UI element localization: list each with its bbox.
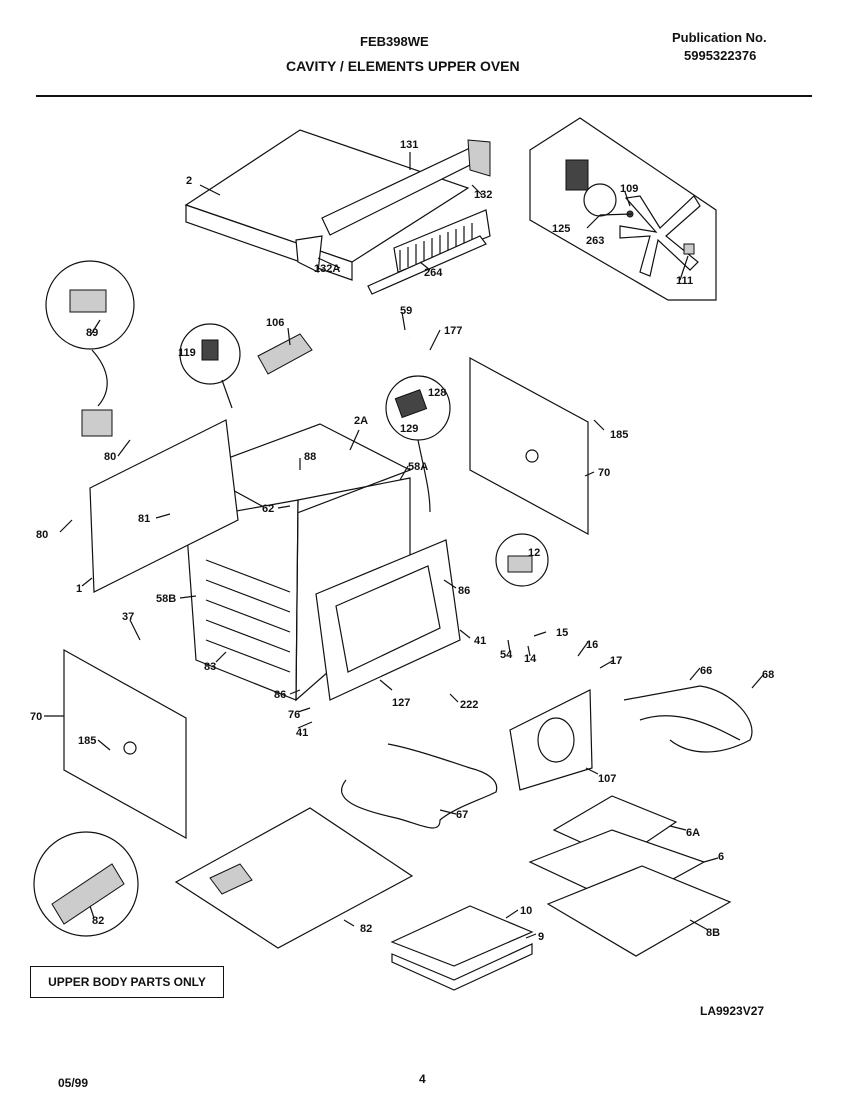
callout-132: 132 — [474, 189, 492, 201]
convection-fan-inset — [529, 117, 717, 301]
callout-119: 119 — [178, 347, 196, 359]
upper-body-note: UPPER BODY PARTS ONLY — [30, 966, 224, 998]
callout-127: 127 — [392, 697, 410, 709]
callout-9: 9 — [538, 931, 544, 943]
callout-177: 177 — [444, 325, 462, 337]
callout-59: 59 — [400, 305, 412, 317]
publication-label: Publication No. — [672, 30, 767, 45]
callout-83: 83 — [204, 661, 216, 673]
callout-12: 12 — [528, 547, 540, 559]
callout-185-right: 185 — [610, 429, 628, 441]
side-panel-right — [469, 356, 589, 536]
callout-82-inset: 82 — [92, 915, 104, 927]
bake-element — [341, 743, 498, 829]
callout-81: 81 — [138, 513, 150, 525]
page-number: 4 — [419, 1072, 426, 1086]
callout-129: 129 — [400, 423, 418, 435]
callout-54: 54 — [500, 649, 513, 661]
callout-82-panel: 82 — [360, 923, 372, 935]
inset-12 — [495, 533, 549, 587]
reference-code: LA9923V27 — [700, 1004, 765, 1018]
callout-17: 17 — [610, 655, 622, 667]
page-title: CAVITY / ELEMENTS UPPER OVEN — [286, 58, 520, 74]
callout-107: 107 — [598, 773, 616, 785]
callout-6: 6 — [718, 851, 724, 863]
inset-128 — [385, 375, 451, 513]
model-number: FEB398WE — [360, 34, 429, 49]
callout-15: 15 — [556, 627, 568, 639]
oven-racks — [528, 795, 732, 957]
top-panel — [184, 129, 491, 281]
callout-80-top: 80 — [104, 451, 116, 463]
broil-element — [623, 685, 753, 753]
callout-106: 106 — [266, 317, 284, 329]
callout-185-left: 185 — [78, 735, 96, 747]
callout-132a: 132A — [314, 263, 340, 275]
leader-lines — [44, 152, 765, 939]
callout-76: 76 — [288, 709, 300, 721]
callout-14: 14 — [524, 653, 537, 665]
callout-6a: 6A — [686, 827, 700, 839]
side-panel-left — [63, 648, 187, 840]
callout-58a: 58A — [408, 461, 428, 473]
callout-2: 2 — [186, 175, 192, 187]
callout-125: 125 — [552, 223, 570, 235]
header-divider — [36, 95, 812, 97]
callout-109: 109 — [620, 183, 638, 195]
callout-37: 37 — [122, 611, 134, 623]
callout-67: 67 — [456, 809, 468, 821]
callout-41-bottom: 41 — [296, 727, 308, 739]
callout-70-right: 70 — [598, 467, 610, 479]
callout-41-right: 41 — [474, 635, 486, 647]
callout-128: 128 — [428, 387, 446, 399]
footer-date: 05/99 — [58, 1076, 89, 1090]
callout-8b: 8B — [706, 927, 720, 939]
element-106 — [257, 333, 313, 375]
callout-66: 66 — [700, 665, 712, 677]
callout-86-bottom: 86 — [274, 689, 286, 701]
callout-86-top: 86 — [458, 585, 470, 597]
callout-88: 88 — [304, 451, 316, 463]
callout-131: 131 — [400, 139, 418, 151]
callout-16: 16 — [586, 639, 598, 651]
callout-62: 62 — [262, 503, 274, 515]
inset-82 — [33, 831, 139, 937]
inset-89 — [45, 260, 135, 437]
callout-263: 263 — [586, 235, 604, 247]
callout-70-left: 70 — [30, 711, 42, 723]
callout-264: 264 — [424, 267, 443, 279]
callout-2a: 2A — [354, 415, 368, 427]
vent-grille — [367, 209, 491, 295]
rear-wall — [89, 419, 239, 593]
publication-number: 5995322376 — [684, 48, 757, 63]
callout-10: 10 — [520, 905, 532, 917]
inset-119 — [179, 323, 241, 409]
bottom-panel — [174, 807, 414, 949]
callout-222: 222 — [460, 699, 478, 711]
broiler-pan — [390, 905, 534, 991]
callout-89: 89 — [86, 327, 98, 339]
callout-111: 111 — [676, 275, 693, 287]
callout-1: 1 — [76, 583, 82, 595]
callout-68: 68 — [762, 669, 774, 681]
oven-cavity — [185, 423, 461, 702]
callout-58b: 58B — [156, 593, 176, 605]
fan-cover — [509, 689, 593, 791]
callout-80-left: 80 — [36, 529, 48, 541]
